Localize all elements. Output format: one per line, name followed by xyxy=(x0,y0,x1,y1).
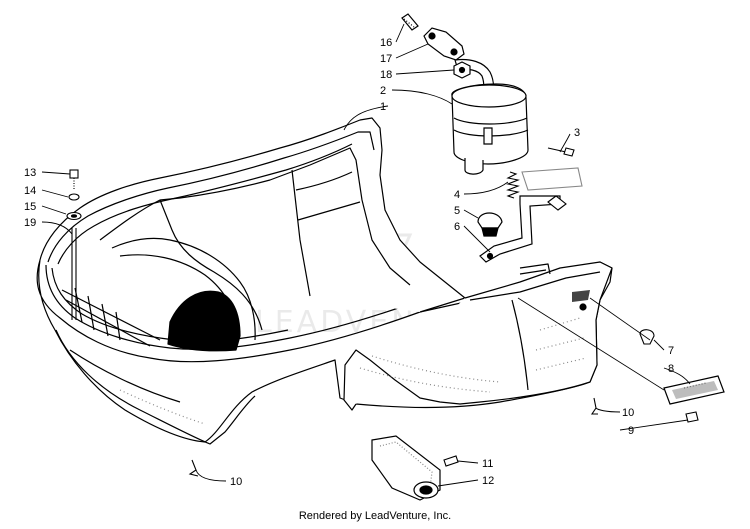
callout-15: 15 xyxy=(24,201,36,213)
grommet xyxy=(477,212,503,237)
callout-18: 18 xyxy=(380,69,392,81)
stud xyxy=(401,13,419,31)
callout-2: 2 xyxy=(380,85,386,97)
rivet-push xyxy=(639,329,655,345)
rivet-bottom xyxy=(188,459,199,477)
screw xyxy=(685,411,699,423)
muffler xyxy=(451,58,529,175)
flange-gasket xyxy=(423,27,465,61)
callout-9: 9 xyxy=(628,425,634,437)
callout-4: 4 xyxy=(454,189,460,201)
cable-pin xyxy=(521,147,583,211)
belly-pan xyxy=(36,117,613,445)
callout-8: 8 xyxy=(668,363,674,375)
cover-screw xyxy=(443,455,459,467)
callout-13: 13 xyxy=(24,167,36,179)
callout-1: 1 xyxy=(380,101,386,113)
spring xyxy=(506,171,520,199)
callout-12: 12 xyxy=(482,475,494,487)
callout-labels: 16 17 18 2 1 3 13 14 15 19 4 5 6 7 8 10 … xyxy=(24,37,674,488)
callout-19: 19 xyxy=(24,217,36,229)
rivet-right xyxy=(590,397,598,415)
callout-14: 14 xyxy=(24,185,36,197)
callout-5: 5 xyxy=(454,205,460,217)
callout-10-right: 10 xyxy=(622,407,634,419)
callout-3: 3 xyxy=(574,127,580,139)
callout-17: 17 xyxy=(380,53,392,65)
callout-6: 6 xyxy=(454,221,460,233)
footer-credit: Rendered by LeadVenture, Inc. xyxy=(298,510,452,522)
callout-7: 7 xyxy=(668,345,674,357)
nut xyxy=(453,61,471,79)
callout-10-bottom: 10 xyxy=(230,476,242,488)
reflector xyxy=(663,375,725,405)
callout-16: 16 xyxy=(380,37,392,49)
boot-cover xyxy=(371,435,441,501)
callout-11: 11 xyxy=(482,458,493,470)
bolt-assembly xyxy=(66,169,82,320)
leader-lines xyxy=(41,23,691,487)
